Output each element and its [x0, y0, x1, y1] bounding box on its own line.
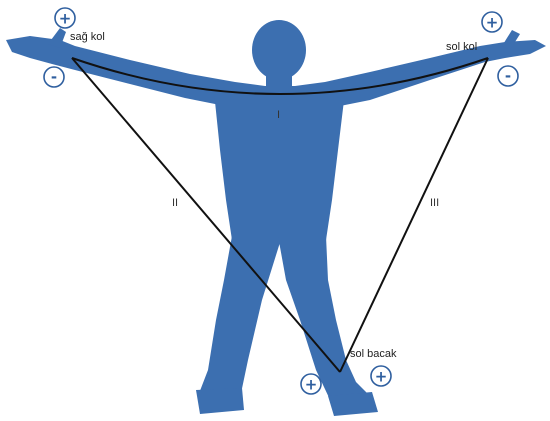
- right-leg: [198, 236, 282, 406]
- lead-I-label: I: [277, 109, 280, 121]
- left-arm-minus-marker: -: [498, 66, 518, 86]
- right-arm-label: sağ kol: [70, 31, 105, 43]
- right-arm-minus-marker: -: [44, 67, 64, 87]
- right-foot: [196, 388, 244, 414]
- left-leg-label: sol bacak: [350, 348, 397, 360]
- minus-sign: -: [505, 67, 511, 85]
- right-arm-plus-marker: +: [55, 8, 75, 28]
- left-leg-plus-marker-2: +: [371, 366, 391, 386]
- plus-sign: +: [59, 10, 72, 28]
- lead-III-label: III: [430, 197, 439, 209]
- plus-sign: +: [486, 14, 499, 32]
- left-leg-plus-marker-1: +: [301, 374, 321, 394]
- head: [252, 20, 306, 80]
- human-silhouette: [6, 20, 546, 416]
- left-foot: [328, 392, 378, 416]
- left-arm-plus-marker: +: [482, 12, 502, 32]
- plus-sign: +: [305, 376, 318, 394]
- minus-sign: -: [51, 68, 57, 86]
- left-leg: [278, 236, 374, 412]
- lead-II-label: II: [172, 197, 178, 209]
- plus-sign: +: [375, 368, 388, 386]
- left-arm-label: sol kol: [446, 41, 477, 53]
- lead-III-line: [340, 58, 488, 372]
